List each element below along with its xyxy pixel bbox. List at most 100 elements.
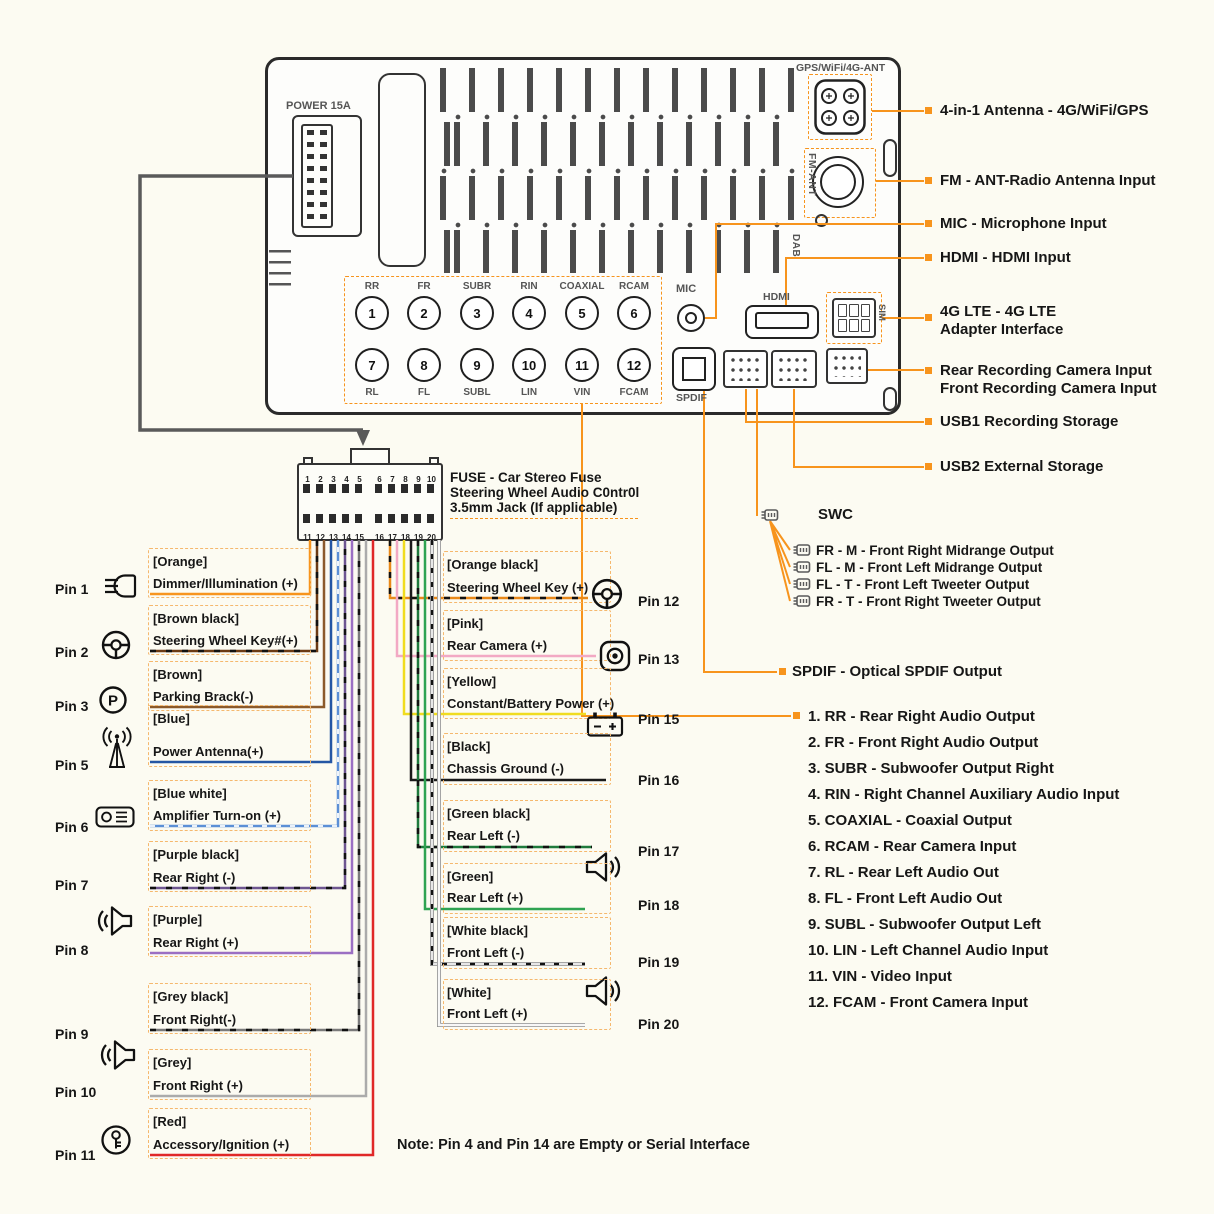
pin-8-function: Rear Right (+) [153,935,239,950]
list-item: 5. COAXIAL - Coaxial Output [808,812,1012,829]
rca-output-list: 1. RR - Rear Right Audio Output 2. FR - … [808,704,1119,1016]
pin-1-function: Dimmer/Illumination (+) [153,576,298,591]
bullet-antenna [925,107,932,114]
pin-10-label: Pin 10 [55,1084,97,1100]
callout-lte-line1: 4G LTE - 4G LTE [940,303,1057,320]
pin-5-box [148,705,311,767]
gps-antenna-dashed-box [808,74,872,140]
list-item: 9. SUBL - Subwoofer Output Left [808,916,1042,933]
dimmer-icon [101,572,139,600]
rca-number: 1 [368,305,376,321]
bullet-spdif [779,668,786,675]
pin-16-function: Chassis Ground (-) [447,761,565,776]
bullet-lte [925,314,932,321]
rca-label-vin: VIN [573,387,591,398]
rca-jack-9: 9 [460,348,494,382]
pin-3-function: Parking Brack(-) [153,689,254,704]
list-item: 3. SUBR - Subwoofer Output Right [808,760,1054,777]
fuse-pin-number: 4 [344,475,349,484]
leader-swc-fan [769,520,791,602]
fuse-pin-number: 11 [303,533,312,542]
pin-6-box [148,780,311,831]
vent-dots [440,167,798,175]
pin-6-wire-color: [Blue white] [153,786,227,801]
rca-number: 3 [473,305,481,321]
fuse-pins-bottom-right [375,514,435,523]
rca-number: 10 [521,357,537,373]
pin-18-function: Rear Left (+) [447,890,524,905]
swc-output-fl-t: FL - T - Front Left Tweeter Output [816,577,1030,592]
pin-7-box [148,841,311,892]
rca-label-rcam: RCAM [619,281,649,292]
pin-16-box [443,733,611,785]
pin-17-box [443,800,611,852]
pin-16-label: Pin 16 [638,772,680,788]
callout-spdif: SPDIF - Optical SPDIF Output [792,663,1002,680]
bullet-fm [925,177,932,184]
pin-3-label: Pin 3 [55,698,89,714]
rca-jack-11: 11 [565,348,599,382]
leader-spdif [703,391,777,673]
rca-number: 4 [525,305,533,321]
mount-slot-top [883,139,897,177]
pin-19-label: Pin 19 [638,954,680,970]
pin-12-label: Pin 12 [638,593,680,609]
callout-fm: FM - ANT-Radio Antenna Input [940,172,1156,189]
vent-dots [440,113,798,121]
pin-9-wire-color: [Grey black] [153,989,229,1004]
steering-wheel-icon [590,577,624,611]
pin-15-box [443,668,611,719]
pin-17-wire-color: [Green black] [447,806,531,821]
bullet-hdmi [925,254,932,261]
fuse-pin-number: 1 [305,475,310,484]
mount-slot-bottom [883,387,897,411]
pin-5-wire-color: [Blue] [153,711,190,726]
swc-output-fl-m: FL - M - Front Left Midrange Output [816,560,1043,575]
hdmi-label: HDMI [763,291,790,303]
power-connector-pins-left [307,130,314,222]
fuse-pin-number: 13 [329,533,338,542]
mic-label: MIC [676,283,697,295]
pin-5-label: Pin 5 [55,757,89,773]
rca-dashed-box [344,276,662,404]
pin-20-label: Pin 20 [638,1016,680,1032]
pin-10-box [148,1049,311,1100]
fuse-pins-top-right [375,484,435,493]
fuse-pin-number: 9 [416,475,421,484]
pin-5-function: Power Antenna(+) [153,744,264,759]
usb1-connector [723,350,768,388]
fuse-pin-number: 15 [355,533,364,542]
pin-11-function: Accessory/Ignition (+) [153,1137,290,1152]
fuse-title-1: FUSE - Car Stereo Fuse [450,470,602,485]
pin-2-box [148,605,311,655]
steering-wheel-icon [100,629,132,661]
rca-jack-8: 8 [407,348,441,382]
pin-16-wire-color: [Black] [447,739,491,754]
bullet-cameras [925,367,932,374]
fuse-pins-top-left [303,484,363,493]
pin-2-function: Steering Wheel Key#(+) [153,633,298,648]
output-connector-icon [792,560,811,574]
left-vent-lines [269,250,291,292]
callout-rear-camera: Rear Recording Camera Input [940,362,1152,379]
pin-8-label: Pin 8 [55,942,89,958]
pin-15-function: Constant/Battery Power (+) [447,696,615,711]
rca-label-fl: FL [417,387,431,398]
rca-label-lin: LIN [520,387,538,398]
rca-number: 7 [368,357,376,373]
rca-jack-7: 7 [355,348,389,382]
fuse-pin-number: 10 [427,475,436,484]
callout-front-camera: Front Recording Camera Input [940,380,1157,397]
pin-18-box [443,863,611,914]
fuse-pin-number: 7 [390,475,395,484]
callout-hdmi: HDMI - HDMI Input [940,249,1071,266]
fuse-title-2: Steering Wheel Audio C0ntr0l [450,485,640,500]
mic-jack-inner [685,312,697,324]
pin-2-wire-color: [Brown black] [153,611,239,626]
fuse-pin-number: 8 [403,475,408,484]
pin-1-box [148,548,311,598]
parking-brake-icon: P [97,684,129,716]
pin-19-wire-color: [White black] [447,923,528,938]
